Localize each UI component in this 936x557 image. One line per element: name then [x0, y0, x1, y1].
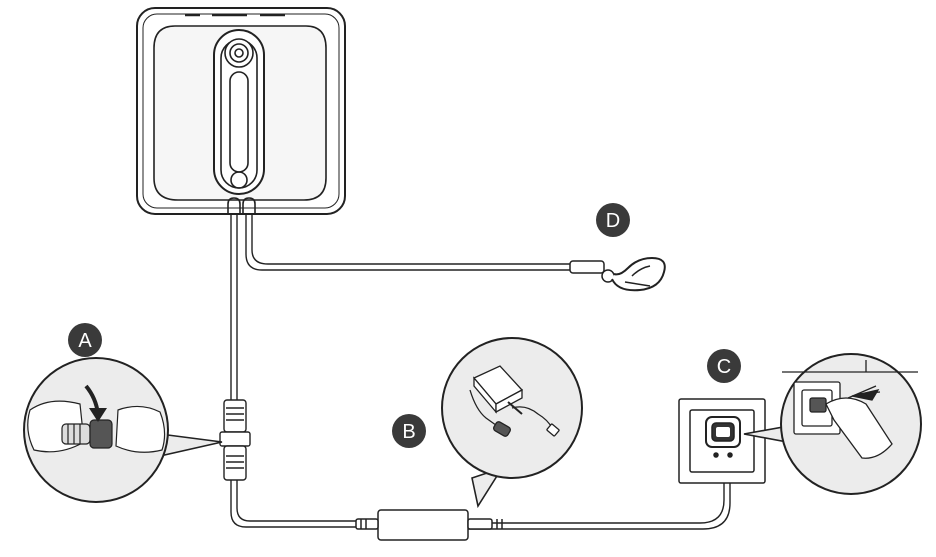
detail-bubble-c: [743, 353, 922, 495]
power-adapter-brick: [355, 509, 503, 541]
safety-carabiner: [569, 256, 666, 292]
badge-b: B: [392, 414, 426, 448]
window-cleaning-robot: [136, 7, 346, 215]
badge-a-label: A: [78, 330, 92, 352]
badge-d: D: [596, 203, 630, 237]
badge-d-label: D: [606, 210, 620, 232]
cable-connector: [219, 399, 251, 481]
wall-outlet: [678, 398, 766, 484]
badge-b-label: B: [402, 421, 415, 443]
badge-c: C: [707, 349, 741, 383]
detail-bubble-b: [441, 337, 583, 509]
detail-bubble-a: [23, 357, 223, 503]
cable-lines: [230, 214, 731, 530]
badge-c-label: C: [717, 356, 731, 378]
badge-a: A: [68, 323, 102, 357]
